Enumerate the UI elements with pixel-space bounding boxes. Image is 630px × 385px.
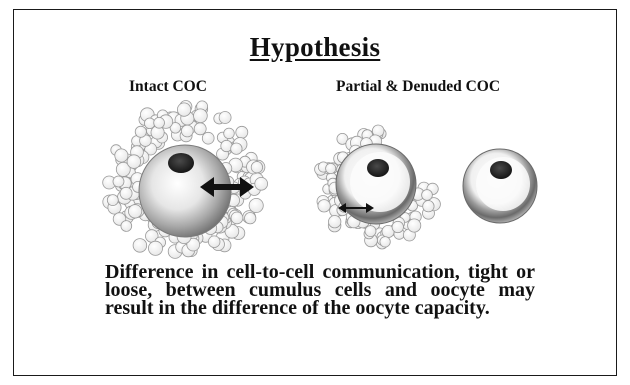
cumulus-cell xyxy=(148,241,162,255)
cumulus-cell xyxy=(177,103,190,116)
cumulus-cell xyxy=(255,177,268,190)
cumulus-cell xyxy=(224,128,235,139)
cumulus-cell xyxy=(127,155,141,169)
cumulus-cell xyxy=(113,176,124,187)
cumulus-cell xyxy=(318,200,330,212)
cumulus-cell xyxy=(408,219,421,232)
cumulus-cell xyxy=(245,213,256,224)
partial-nucleus xyxy=(367,159,389,177)
cumulus-cell xyxy=(251,162,262,173)
cumulus-cell xyxy=(208,236,220,248)
cumulus-cell xyxy=(231,212,243,224)
cumulus-cell xyxy=(194,109,208,123)
partial-oocyte xyxy=(336,144,416,224)
intact-nucleus xyxy=(168,153,194,173)
cumulus-cell xyxy=(365,226,376,237)
cumulus-cell xyxy=(219,112,231,124)
cumulus-cell xyxy=(329,216,341,228)
cumulus-cell xyxy=(392,221,403,232)
denuded-oocyte xyxy=(463,149,537,223)
cumulus-cell xyxy=(202,132,214,144)
cumulus-cell xyxy=(380,237,390,247)
cumulus-cell xyxy=(121,221,132,232)
cumulus-cell xyxy=(107,195,118,206)
intact-oocyte xyxy=(139,145,231,237)
cumulus-cell xyxy=(181,125,193,137)
cumulus-cell xyxy=(133,239,147,253)
cumulus-cell xyxy=(423,201,434,212)
cumulus-cell xyxy=(231,143,242,154)
cumulus-cell xyxy=(154,117,165,128)
cumulus-cell xyxy=(326,163,336,173)
caption-text: Difference in cell-to-cell communication… xyxy=(105,263,535,317)
cumulus-cell xyxy=(120,187,132,199)
cumulus-cell xyxy=(128,205,141,218)
cumulus-cell xyxy=(236,126,248,138)
cumulus-cell xyxy=(115,149,128,162)
cumulus-cell xyxy=(135,126,146,137)
cumulus-cell xyxy=(249,198,263,212)
cumulus-cell xyxy=(194,123,206,135)
cumulus-cell xyxy=(422,190,433,201)
denuded-nucleus xyxy=(490,161,512,179)
